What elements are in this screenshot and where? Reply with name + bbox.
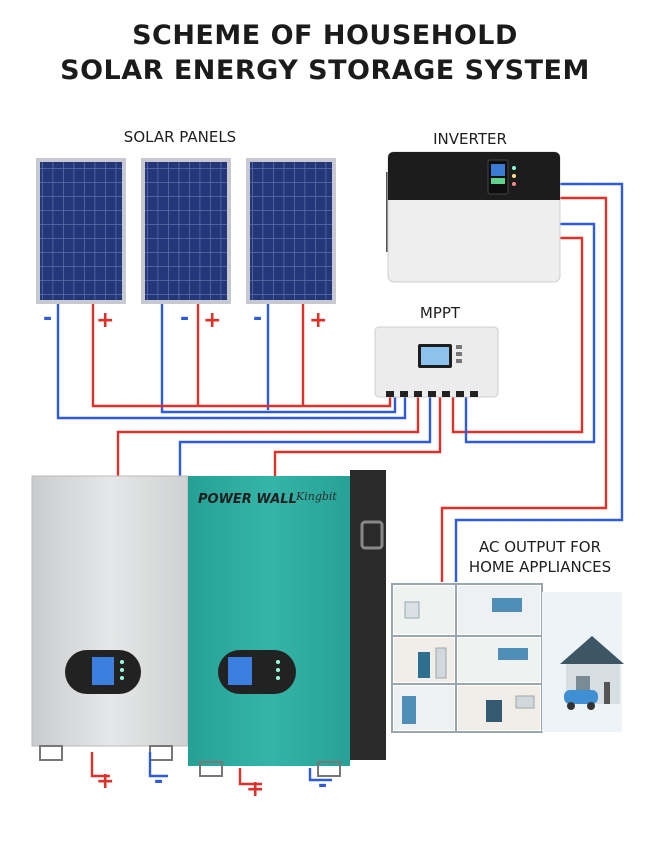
panel-1-negative-wire	[56, 302, 407, 420]
solar-panel-3	[246, 158, 336, 304]
battery-right-plus-terminal: +	[246, 777, 264, 802]
panel-3-plus-terminal: +	[309, 308, 327, 333]
inverter-to-home-blue-wire	[454, 182, 624, 582]
panel-1-positive-wire	[91, 302, 392, 408]
inverter-to-home-red-wire	[440, 196, 608, 582]
panel-2-negative-wire	[160, 302, 397, 414]
solar-panel-2	[141, 158, 231, 304]
wires	[56, 182, 624, 582]
solar-panel-1	[36, 158, 126, 304]
panel-2-plus-terminal: +	[203, 308, 221, 333]
inverter-unit	[386, 151, 561, 283]
mppt-to-battery-positive-wire	[116, 397, 420, 478]
ac-output-label-line-1: AC OUTPUT FOR	[479, 538, 601, 556]
mppt-label: MPPT	[419, 304, 461, 322]
panel-1-plus-terminal: +	[96, 308, 114, 333]
panel-2-minus-terminal: -	[180, 306, 189, 331]
solar-panels-label: SOLAR PANELS	[123, 128, 237, 146]
mppt-to-battery-negative-wire	[178, 397, 432, 478]
battery-brand-text: POWER WALL	[198, 492, 297, 507]
battery-right-minus-terminal: -	[318, 773, 327, 798]
panel-1-minus-terminal: -	[43, 306, 52, 331]
title-line-1: SCHEME OF HOUSEHOLD	[132, 20, 518, 51]
battery-module-left	[31, 475, 189, 761]
inverter-label: INVERTER	[433, 130, 507, 148]
mppt-to-inverter-positive-wire	[451, 236, 584, 434]
panel-3-minus-terminal: -	[253, 306, 262, 331]
battery-left-plus-terminal: +	[96, 769, 114, 794]
battery-logo-text: Kingbit	[295, 490, 337, 503]
title-line-2: SOLAR ENERGY STORAGE SYSTEM	[60, 55, 590, 86]
home-illustration	[391, 583, 624, 733]
mppt-unit	[374, 326, 499, 398]
battery-left-minus-terminal: -	[154, 769, 163, 794]
mppt-to-inverter-negative-wire	[464, 222, 596, 444]
mppt-to-battery-wire-2	[273, 397, 442, 478]
battery-module-right: POWER WALL Kingbit	[188, 470, 386, 777]
ac-output-label-line-2: HOME APPLIANCES	[468, 558, 612, 576]
